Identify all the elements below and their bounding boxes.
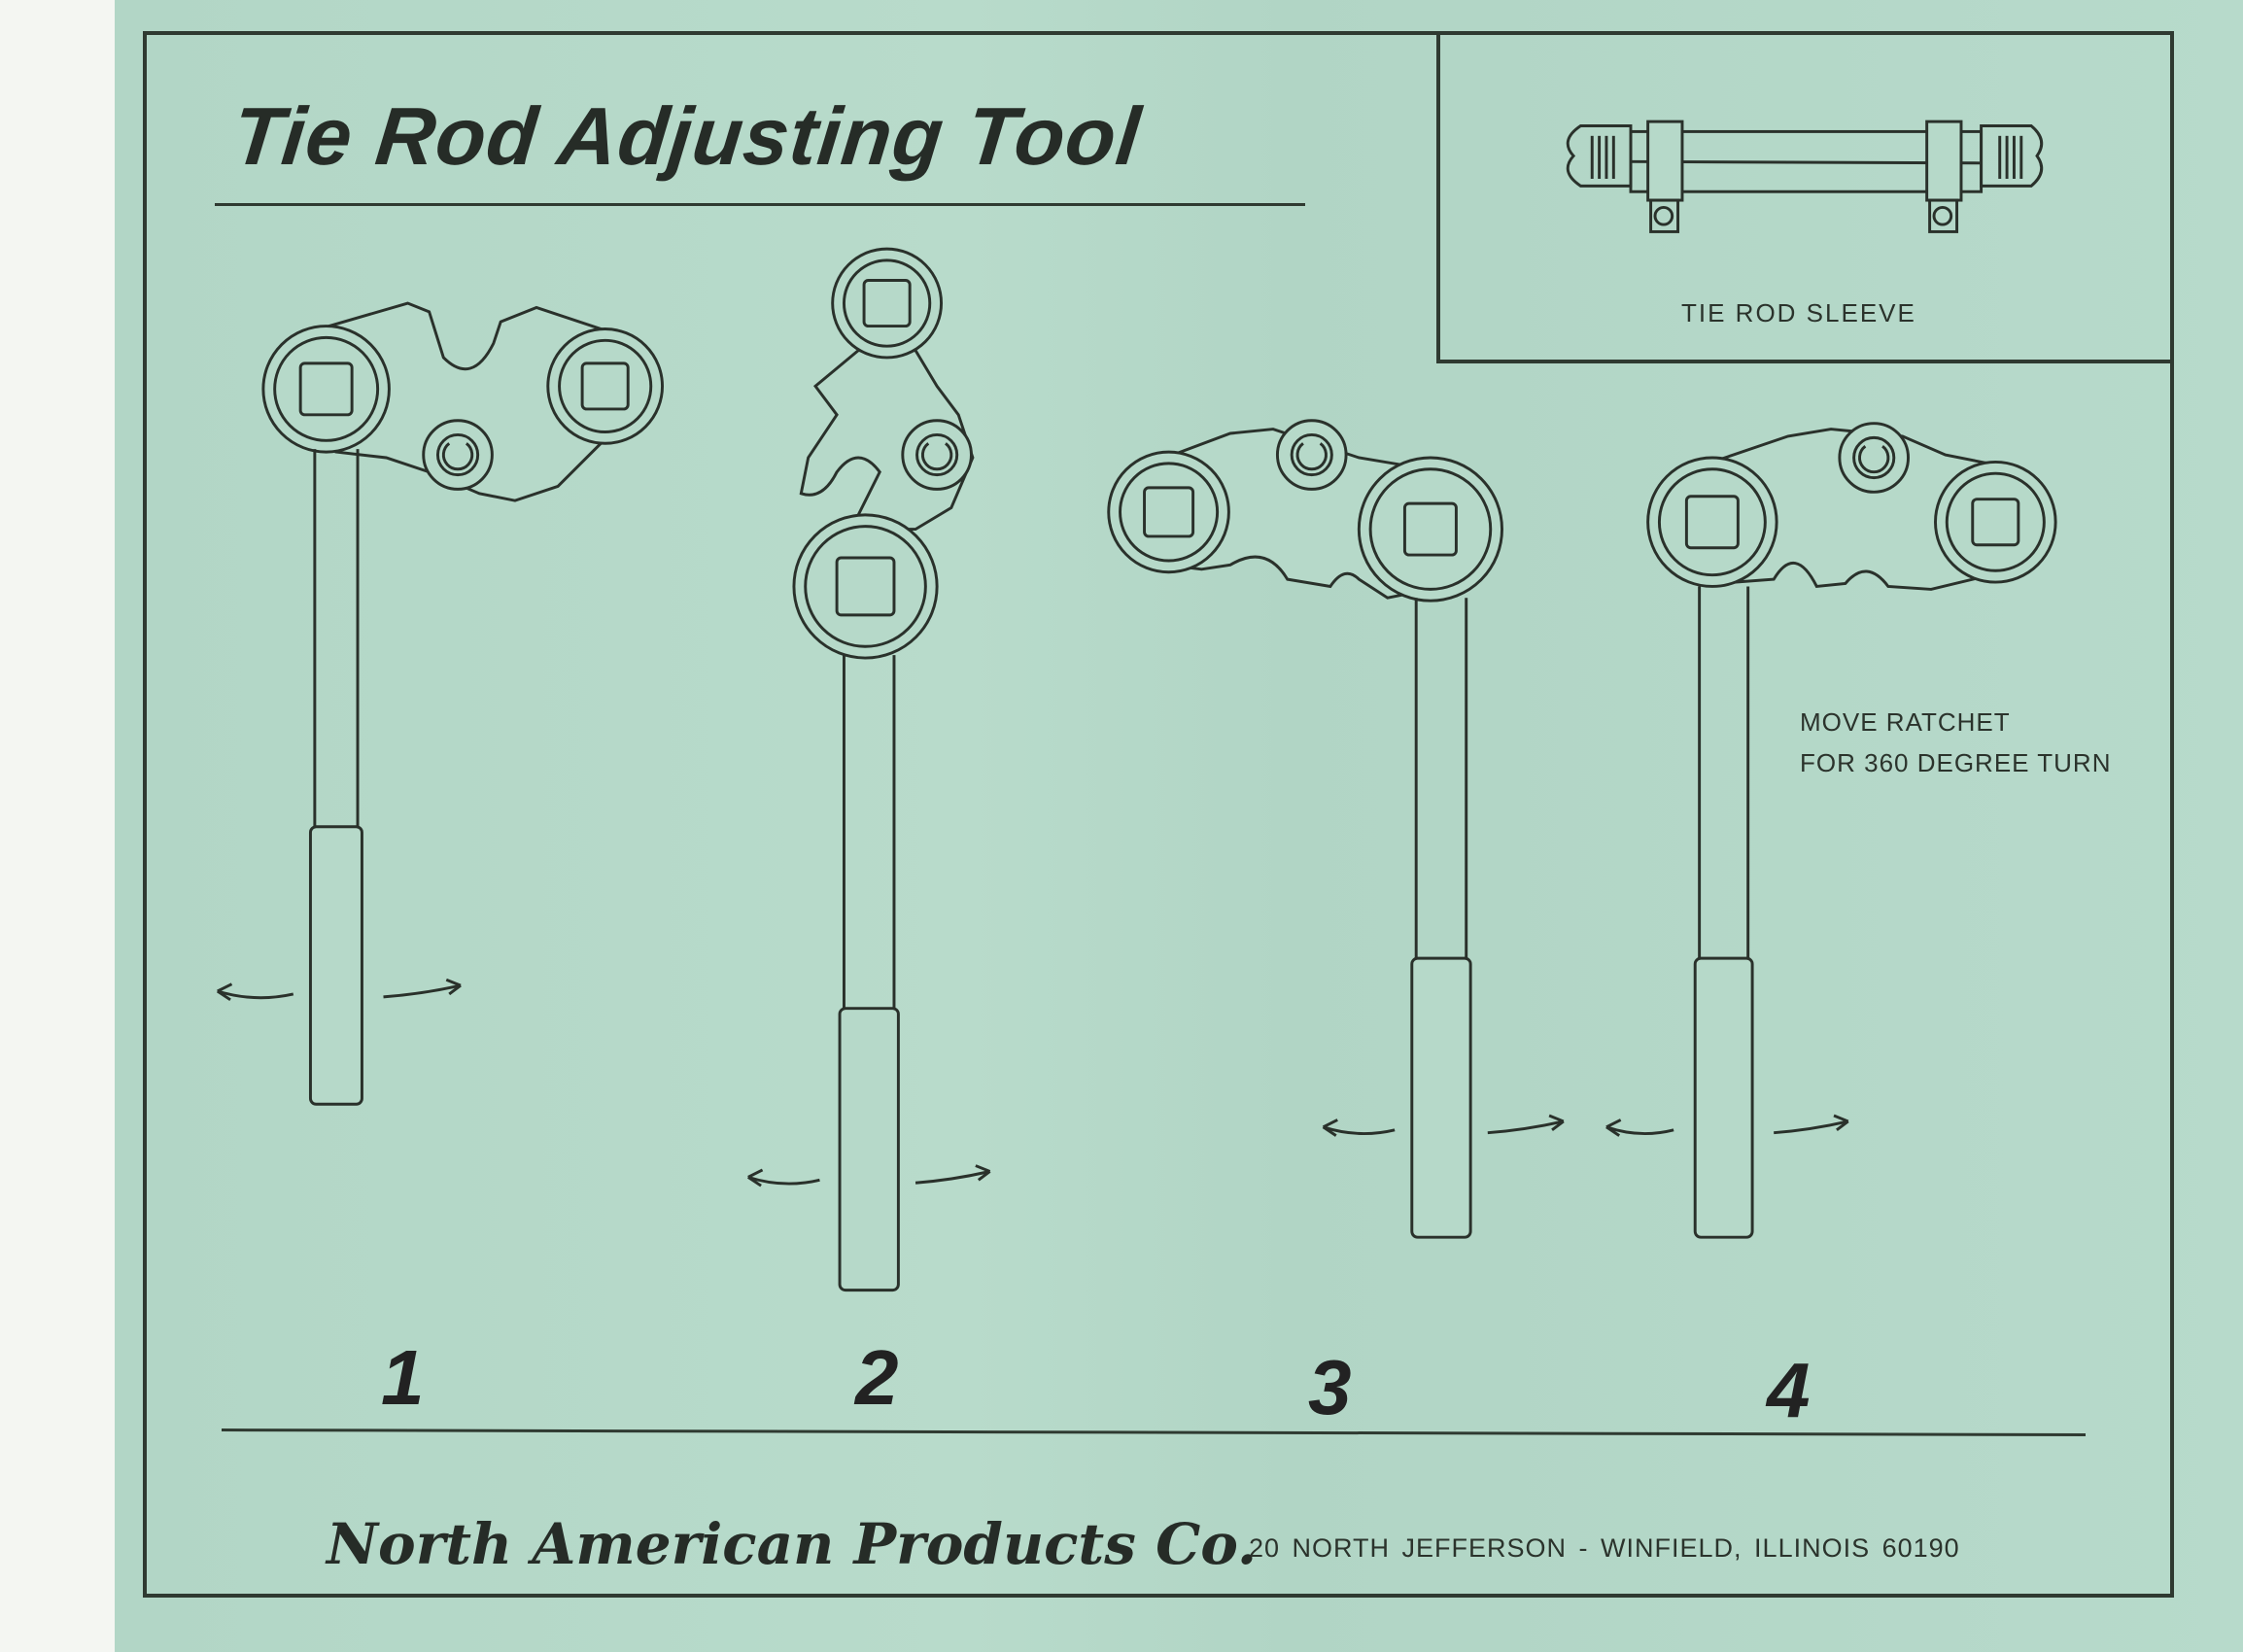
rod-end-left bbox=[1566, 124, 1633, 188]
socket-ring-inner bbox=[1945, 471, 2046, 572]
square-drive-icon bbox=[835, 556, 896, 617]
square-drive-icon bbox=[1402, 501, 1458, 557]
ratchet-gear-inner bbox=[1290, 432, 1333, 477]
swing-arrow-right bbox=[1487, 1119, 1565, 1135]
clamp-bolt-right bbox=[1928, 198, 1959, 233]
square-drive-icon bbox=[1971, 498, 2020, 547]
handle-grip bbox=[308, 825, 363, 1106]
socket-ring-inner bbox=[842, 258, 932, 348]
socket-ring-inner bbox=[1657, 467, 1767, 577]
rotation-arrow-icon bbox=[921, 442, 953, 471]
socket-ring bbox=[1934, 460, 2057, 584]
step-number-3: 3 bbox=[1308, 1344, 1352, 1430]
clamp-right bbox=[1925, 120, 1963, 202]
ratchet-gear-inner bbox=[915, 432, 959, 477]
swing-arrow-right bbox=[914, 1170, 990, 1185]
square-drive-icon bbox=[1143, 486, 1195, 538]
swing-arrow-left bbox=[1605, 1125, 1674, 1136]
handle-shaft bbox=[1414, 598, 1468, 959]
company-name: North American Products Co. bbox=[327, 1511, 1258, 1577]
handle-shaft bbox=[313, 449, 360, 827]
instruction-sheet bbox=[115, 0, 2243, 1652]
ratchet-gear bbox=[422, 419, 494, 491]
socket-ring bbox=[1107, 450, 1230, 574]
swing-arrow-right bbox=[383, 983, 462, 999]
socket-ring-inner bbox=[273, 335, 380, 442]
square-drive-icon bbox=[862, 279, 912, 328]
ratchet-tool-1 bbox=[216, 301, 665, 1106]
sleeve-label: TIE ROD SLEEVE bbox=[1681, 298, 1916, 327]
ratchet-tool-3 bbox=[1107, 419, 1565, 1239]
scan-margin bbox=[0, 0, 115, 1652]
swing-arrow-left bbox=[747, 1175, 820, 1186]
swing-arrow-left bbox=[1323, 1125, 1396, 1136]
note-line-1: MOVE RATCHET bbox=[1800, 707, 2011, 737]
handle-shaft bbox=[842, 655, 896, 1009]
handle-shaft bbox=[1698, 586, 1750, 959]
tie-rod-sleeve-drawing bbox=[1566, 120, 2044, 233]
tie-rod-sleeve-inset bbox=[1436, 31, 2174, 363]
clamp-bolt-left bbox=[1649, 198, 1680, 233]
arrow-left-icon bbox=[1322, 1119, 1338, 1137]
socket-ring bbox=[546, 327, 665, 445]
tool-plate bbox=[328, 301, 617, 502]
arrow-right-icon bbox=[975, 1164, 991, 1182]
handle-grip bbox=[1693, 956, 1754, 1239]
socket-ring bbox=[831, 247, 944, 360]
rotation-arrow-icon bbox=[441, 442, 474, 471]
socket-ring-inner bbox=[558, 338, 653, 433]
ratchet-gear-inner bbox=[1852, 435, 1896, 480]
socket-ring-inner bbox=[1119, 462, 1220, 563]
rod-end-right bbox=[1980, 124, 2044, 188]
socket-ring-inner bbox=[804, 525, 927, 648]
socket-ring-inner bbox=[1368, 467, 1493, 591]
ratchet-gear bbox=[1275, 419, 1348, 491]
arrow-left-icon bbox=[216, 982, 233, 1002]
ratchet-gear-inner bbox=[435, 432, 480, 477]
company-address: 20 NORTH JEFFERSON - WINFIELD, ILLINOIS … bbox=[1249, 1533, 1960, 1563]
socket-ring bbox=[261, 325, 391, 454]
square-drive-icon bbox=[298, 361, 354, 417]
rotation-arrow-icon bbox=[1858, 445, 1890, 474]
step-number-4: 4 bbox=[1767, 1347, 1811, 1433]
page-border bbox=[143, 31, 2174, 1598]
step-number-2: 2 bbox=[855, 1334, 899, 1421]
rotation-arrow-icon bbox=[1295, 442, 1328, 471]
ratchet-gear bbox=[901, 419, 973, 491]
square-drive-icon bbox=[1684, 495, 1740, 550]
arrow-left-icon bbox=[1605, 1119, 1622, 1137]
arrow-left-icon bbox=[747, 1168, 764, 1187]
arrow-right-icon bbox=[445, 978, 462, 996]
bolt-head-icon bbox=[1653, 205, 1674, 226]
note-line-2: FOR 360 DEGREE TURN bbox=[1800, 748, 2112, 777]
ratchet-tool-2 bbox=[747, 247, 991, 1292]
swing-arrow-left bbox=[217, 989, 294, 1000]
clamp-left bbox=[1646, 120, 1684, 202]
socket-ring bbox=[1357, 456, 1503, 602]
swing-arrow-right bbox=[1774, 1119, 1849, 1135]
socket-ring bbox=[792, 513, 939, 660]
handle-grip bbox=[838, 1007, 900, 1292]
step-number-1: 1 bbox=[381, 1334, 425, 1421]
handle-grip bbox=[1410, 956, 1472, 1239]
arrow-right-icon bbox=[1833, 1114, 1849, 1131]
ratchet-tool-4 bbox=[1605, 422, 2057, 1239]
bolt-head-icon bbox=[1932, 205, 1953, 226]
arrow-right-icon bbox=[1548, 1114, 1565, 1131]
socket-ring bbox=[1646, 456, 1778, 588]
title-underline bbox=[215, 203, 1305, 206]
square-drive-icon bbox=[580, 361, 630, 411]
sleeve-slot bbox=[1630, 159, 1982, 165]
ratchet-gear bbox=[1838, 422, 1910, 494]
